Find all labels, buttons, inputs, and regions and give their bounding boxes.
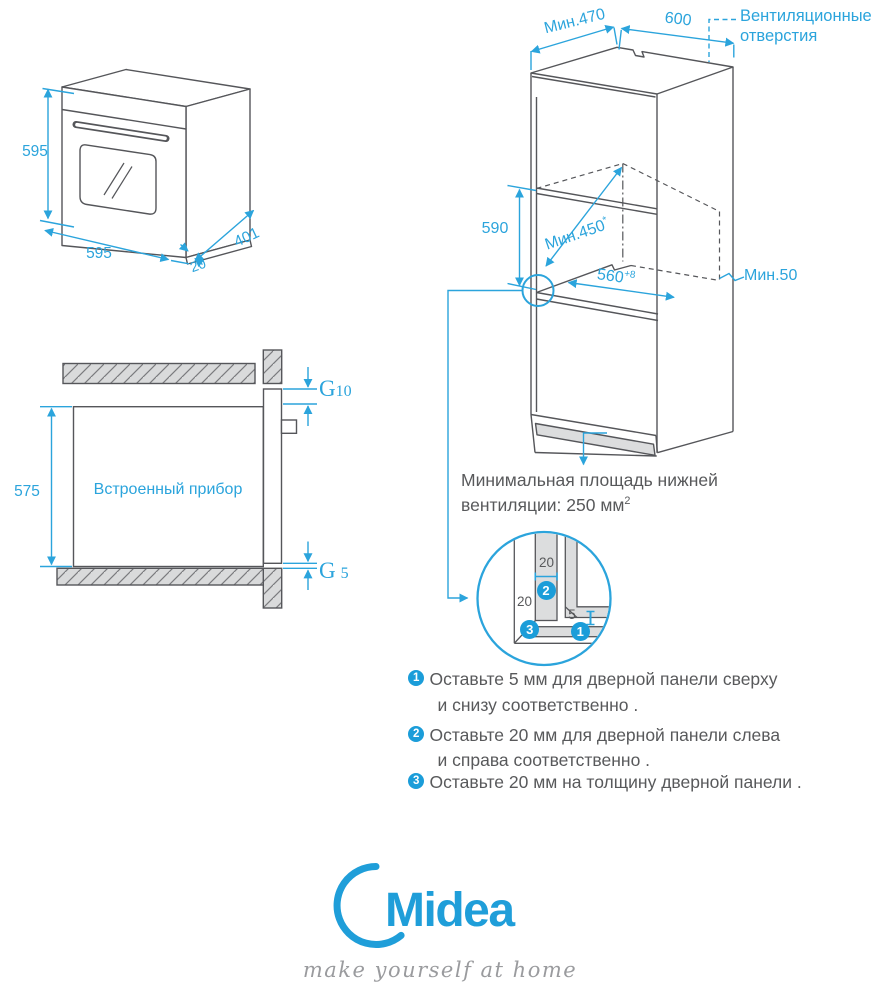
vent-holes-label-line2: отверстия: [740, 27, 818, 45]
note-2-line2: и справа соответственно .: [437, 750, 651, 770]
gap-top-label: G10: [319, 376, 352, 401]
section-bottom-panel: [56, 567, 265, 586]
oven-isometric-drawing: [61, 68, 253, 265]
built-in-appliance-label: Встроенный прибор: [93, 481, 243, 498]
vent-holes-leader: [708, 18, 736, 62]
niche-height-label: 590: [481, 220, 509, 237]
note-1-line1: Оставьте 5 мм для дверной панели сверху: [429, 668, 778, 689]
midea-logo-wordmark: Midea: [385, 884, 515, 937]
cabinet-dimension-lines: [447, 18, 745, 603]
oven-control-panel-edge: [61, 108, 187, 130]
oven-width-label: 595: [86, 245, 112, 262]
note-1-badge: 1: [408, 669, 425, 686]
niche-shelf-edge: [536, 291, 659, 315]
detail-door-thickness-label: 20: [516, 594, 533, 609]
detail-door-width-label: 20: [538, 555, 555, 570]
cabinet-top-face: [530, 46, 734, 95]
detail-vertical-gap-label: 5: [568, 607, 576, 622]
plinth-vent-opening: [534, 422, 656, 456]
detail-badge-2: 2: [536, 581, 556, 600]
note-1-line2: и снизу соответственно .: [437, 694, 639, 715]
section-latch: [280, 419, 298, 435]
section-appliance-box: [72, 406, 265, 568]
detail-badge-3: 3: [520, 620, 540, 639]
cabinet-drawing: [530, 46, 734, 457]
brand-tagline: make yourself at home: [302, 958, 578, 982]
section-door-strip: [262, 388, 283, 565]
bottom-vent-leader: [579, 432, 607, 466]
detail-callout-line: [447, 289, 523, 603]
bottom-vent-note-line1: Минимальная площадь нижней: [461, 470, 718, 490]
section-top-panel: [62, 362, 256, 385]
niche-floor-left-edge: [536, 264, 632, 294]
oven-height-label: 595: [22, 143, 48, 160]
niche-top-edge: [536, 187, 658, 210]
detail-badge-1: 1: [570, 622, 590, 642]
note-2-badge: 2: [408, 725, 425, 742]
vent-holes-label-line1: Вентиляционные: [740, 7, 872, 25]
note-3-badge: 3: [408, 772, 425, 789]
section-upper-frame: [262, 349, 283, 385]
oven-door-window: [79, 144, 157, 215]
oven-dimension-lines: [39, 87, 255, 268]
section-dimension-lines: [40, 367, 317, 590]
note-2-line1: Оставьте 20 мм для дверной панели слева: [429, 724, 781, 745]
bottom-vent-note-line2: вентиляции: 250 мм2: [461, 495, 631, 515]
section-drawing: [56, 349, 298, 609]
rear-gap-label: Мин.50: [744, 267, 798, 284]
detail-door-panel: [534, 533, 558, 622]
hidden-interior-edges: [536, 162, 721, 282]
note-3-line1: Оставьте 20 мм на толщину дверной панели…: [429, 771, 802, 792]
section-lower-frame: [262, 567, 283, 609]
midea-logo-swoosh-icon: [333, 863, 405, 948]
rear-gap-leader: [719, 272, 745, 282]
section-height-label: 575: [14, 483, 40, 500]
window-reflection: [103, 162, 133, 199]
detail-source-circle: [521, 274, 555, 307]
